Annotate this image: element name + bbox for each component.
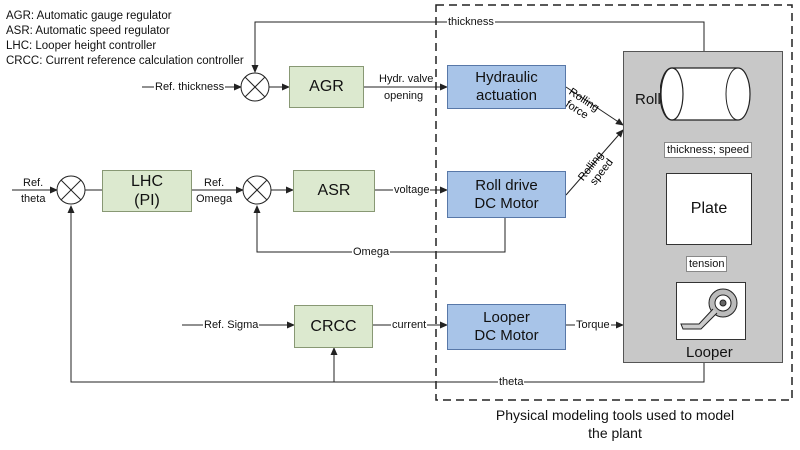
- looper-label: Looper: [686, 344, 733, 361]
- signal-theta: theta: [498, 376, 525, 388]
- caption-line2: the plant: [588, 425, 642, 441]
- signal-ref-thickness: Ref. thickness: [154, 81, 226, 93]
- signal-ref-omega-line2: Omega: [195, 193, 234, 205]
- legend-lhc: LHC: Looper height controller: [6, 40, 157, 52]
- agr-label: AGR: [309, 78, 344, 95]
- roll-drive-line2: DC Motor: [474, 194, 539, 212]
- roll-drive-motor-block: Roll drive DC Motor: [447, 171, 566, 218]
- signal-hydr-valve-line1: Hydr. valve: [378, 73, 435, 85]
- asr-label: ASR: [317, 182, 351, 199]
- legend-asr: ASR: Automatic speed regulator: [6, 25, 170, 37]
- thickness-speed-label: thickness; speed: [664, 142, 752, 158]
- summing-junction-theta: [56, 175, 86, 205]
- hydraulic-line1: Hydraulic: [475, 69, 538, 86]
- looper-motor-line2: DC Motor: [474, 327, 539, 344]
- roll-drive-line1: Roll drive: [475, 176, 538, 194]
- signal-hydr-valve-line2: opening: [383, 90, 425, 102]
- signal-ref-theta-line2: theta: [20, 193, 47, 205]
- legend-agr: AGR: Automatic gauge regulator: [6, 10, 172, 22]
- signal-ref-omega-line1: Ref.: [203, 177, 226, 189]
- tension-label: tension: [686, 256, 728, 272]
- caption-line1: Physical modeling tools used to model: [495, 407, 735, 423]
- roll-label: Roll: [635, 91, 661, 108]
- plant-caption: Physical modeling tools used to model th…: [450, 406, 780, 442]
- crcc-label: CRCC: [310, 317, 357, 335]
- roll-cylinder-icon: [660, 67, 751, 121]
- legend-crcc: CRCC: Current reference calculation cont…: [6, 55, 244, 67]
- looper-motor-block: Looper DC Motor: [447, 304, 566, 350]
- signal-thickness: thickness: [447, 16, 495, 28]
- summing-junction-agr: [240, 72, 270, 102]
- plate-box: Plate: [666, 173, 752, 245]
- signal-ref-theta-line1: Ref.: [22, 177, 45, 189]
- signal-omega: Omega: [352, 246, 391, 258]
- lhc-block: LHC (PI): [102, 170, 192, 212]
- looper-device-icon: [676, 282, 746, 340]
- agr-block: AGR: [289, 66, 364, 108]
- crcc-block: CRCC: [294, 305, 373, 348]
- signal-torque: Torque: [575, 319, 611, 331]
- lhc-label-line1: LHC: [130, 173, 163, 190]
- plate-label: Plate: [690, 200, 728, 217]
- asr-block: ASR: [293, 170, 375, 212]
- physical-modeling-boundary: [435, 4, 793, 401]
- looper-motor-line1: Looper: [483, 309, 530, 326]
- signal-ref-sigma: Ref. Sigma: [203, 319, 260, 331]
- hydraulic-actuation-block: Hydraulic actuation: [447, 65, 566, 109]
- abbreviation-legend: AGR: Automatic gauge regulator ASR: Auto…: [6, 9, 244, 69]
- summing-junction-omega: [242, 175, 272, 205]
- lhc-label-line2: (PI): [134, 192, 160, 209]
- hydraulic-line2: actuation: [476, 87, 537, 104]
- signal-current: current: [391, 319, 428, 331]
- signal-voltage: voltage: [393, 184, 431, 196]
